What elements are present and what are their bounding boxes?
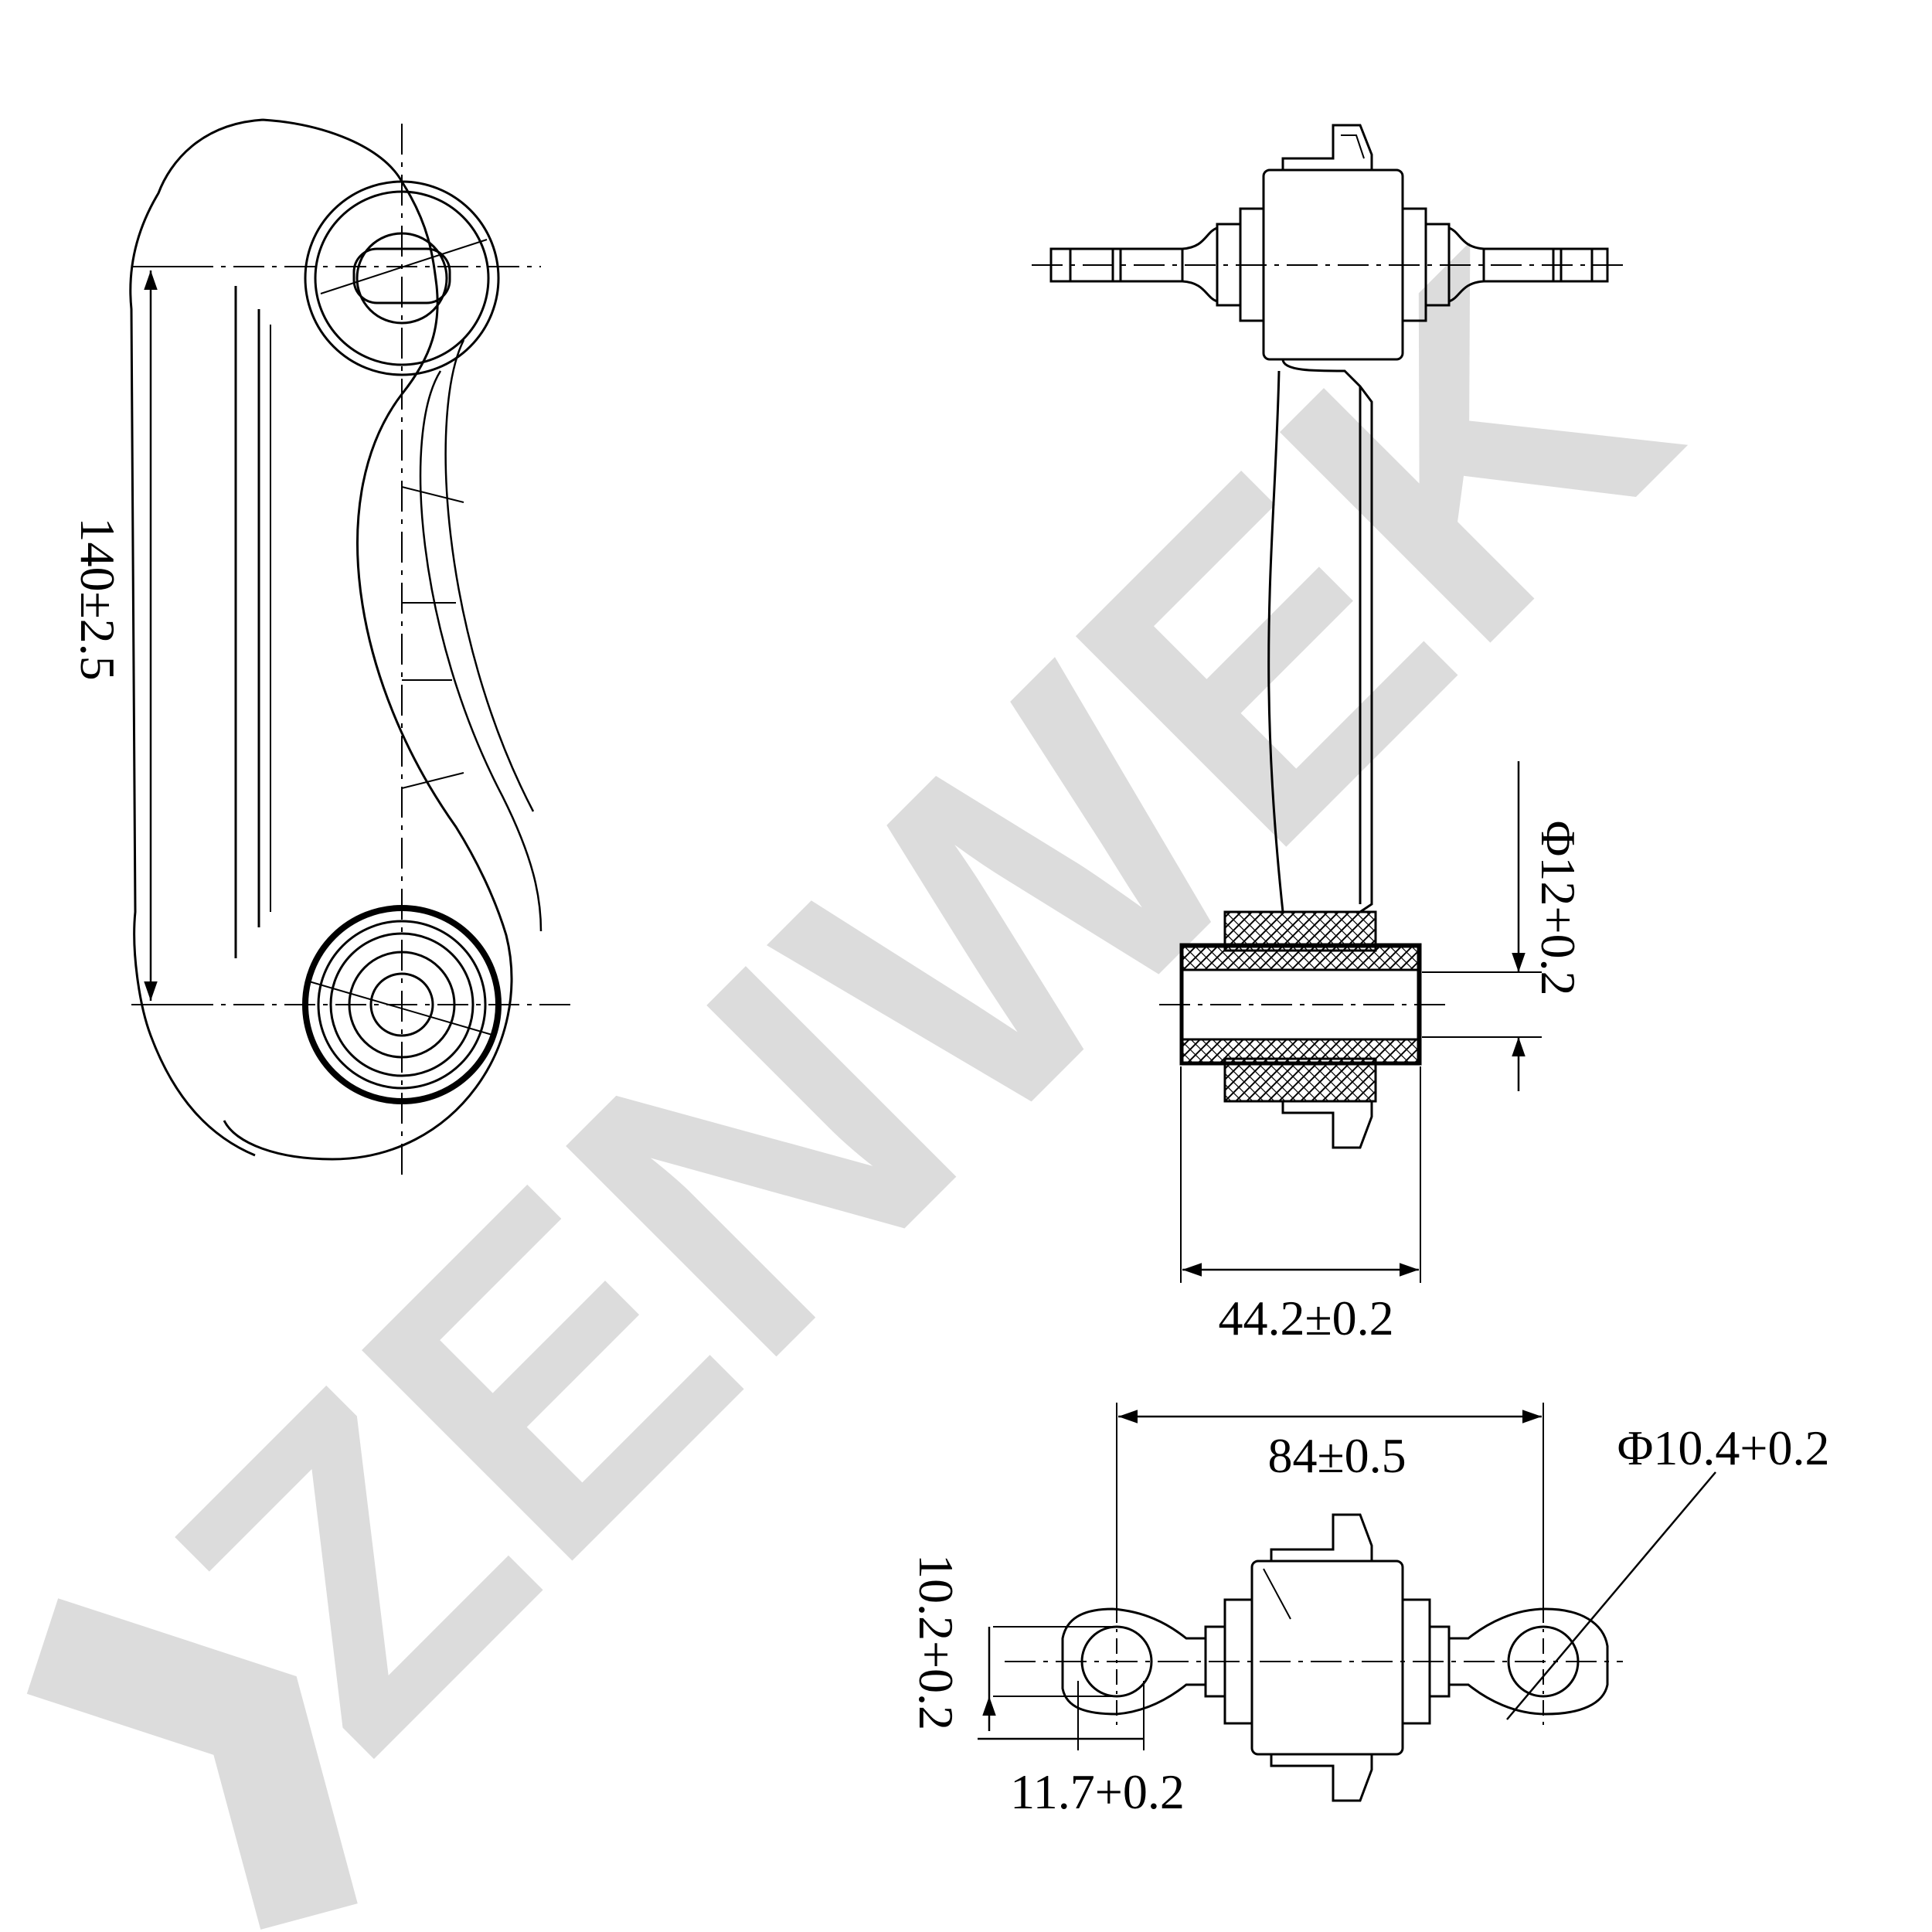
dim-bushing-width: 44.2±0.2 [1218, 1291, 1393, 1345]
chevron-logo-mark [26, 1598, 358, 1930]
top-view-clip-top [1270, 1513, 1373, 1561]
dim-eye-width: 11.7+0.2 [1010, 1764, 1185, 1819]
top-clip [1281, 124, 1373, 170]
dim-eye-hole-diameter: Φ10.4+0.2 [1617, 1420, 1830, 1475]
dim-bushing-bore: Φ12+0.2 [1531, 821, 1586, 996]
top-view-clip-bottom [1270, 1754, 1373, 1802]
dim-phi104-leader [1506, 1471, 1716, 1720]
bottom-clip [1281, 1101, 1373, 1149]
bottom-bushing-outer-bottom [1223, 1057, 1377, 1103]
section-mark [401, 486, 464, 503]
top-view [978, 1403, 1716, 1802]
bottom-eye-ring-2 [329, 932, 474, 1077]
side-arm-inner [1267, 370, 1284, 913]
top-clip-inner [1341, 134, 1365, 159]
watermark: ZENWEK [26, 165, 1756, 1930]
link-inner-contour [419, 370, 543, 932]
dim-center-distance: 140±2.5 [70, 517, 125, 680]
link-inner-contour-2 [444, 339, 535, 812]
link-outline [129, 118, 513, 1161]
side-view [1032, 124, 1623, 1283]
dim-eye-spacing: 84±0.5 [1267, 1428, 1406, 1483]
section-mark [401, 772, 464, 789]
bottom-eye-ring [317, 920, 487, 1090]
front-view [129, 118, 572, 1175]
bottom-eye-bore [369, 972, 434, 1037]
dim-eye-height: 10.2+0.2 [909, 1554, 964, 1730]
left-eye-outline [1061, 1607, 1207, 1716]
side-arm [1281, 359, 1373, 913]
top-view-hatch-line [1263, 1568, 1291, 1620]
